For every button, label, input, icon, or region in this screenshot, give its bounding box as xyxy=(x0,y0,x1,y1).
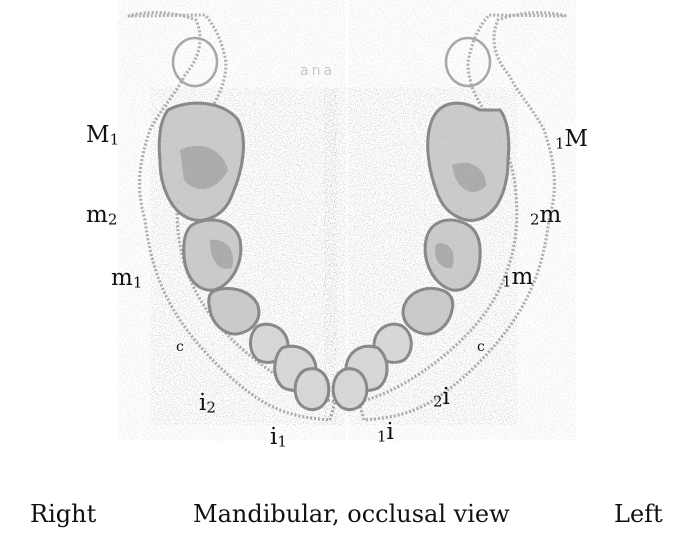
left-molar-m1 xyxy=(403,288,453,334)
left-molar-M1 xyxy=(428,103,509,220)
label-right-i2: i2 xyxy=(199,392,216,415)
label-left-i1: 1i xyxy=(377,421,394,444)
right-molar-m1 xyxy=(209,288,259,334)
caption-left: Left xyxy=(614,502,663,526)
label-left-c: c xyxy=(477,340,485,354)
right-teeth xyxy=(159,103,328,409)
label-left-m1: 1m xyxy=(502,266,533,289)
label-right-m1: m1 xyxy=(111,267,142,290)
caption-title: Mandibular, occlusal view xyxy=(193,502,510,526)
scan-mark-text: ana xyxy=(300,63,335,79)
label-left-m2: 2m xyxy=(530,204,561,227)
label-left-i2: 2i xyxy=(433,386,450,409)
caption-right: Right xyxy=(30,502,96,526)
left-incisor-i1 xyxy=(333,369,367,410)
label-right-m2: m2 xyxy=(86,204,117,227)
label-right-i1: i1 xyxy=(270,426,287,449)
label-left-M1: 1M xyxy=(555,128,588,151)
left-ramus xyxy=(446,38,490,86)
right-incisor-i1 xyxy=(295,369,329,410)
label-right-M1: M1 xyxy=(86,124,119,147)
label-right-c: c xyxy=(176,340,184,354)
left-teeth xyxy=(333,103,509,409)
